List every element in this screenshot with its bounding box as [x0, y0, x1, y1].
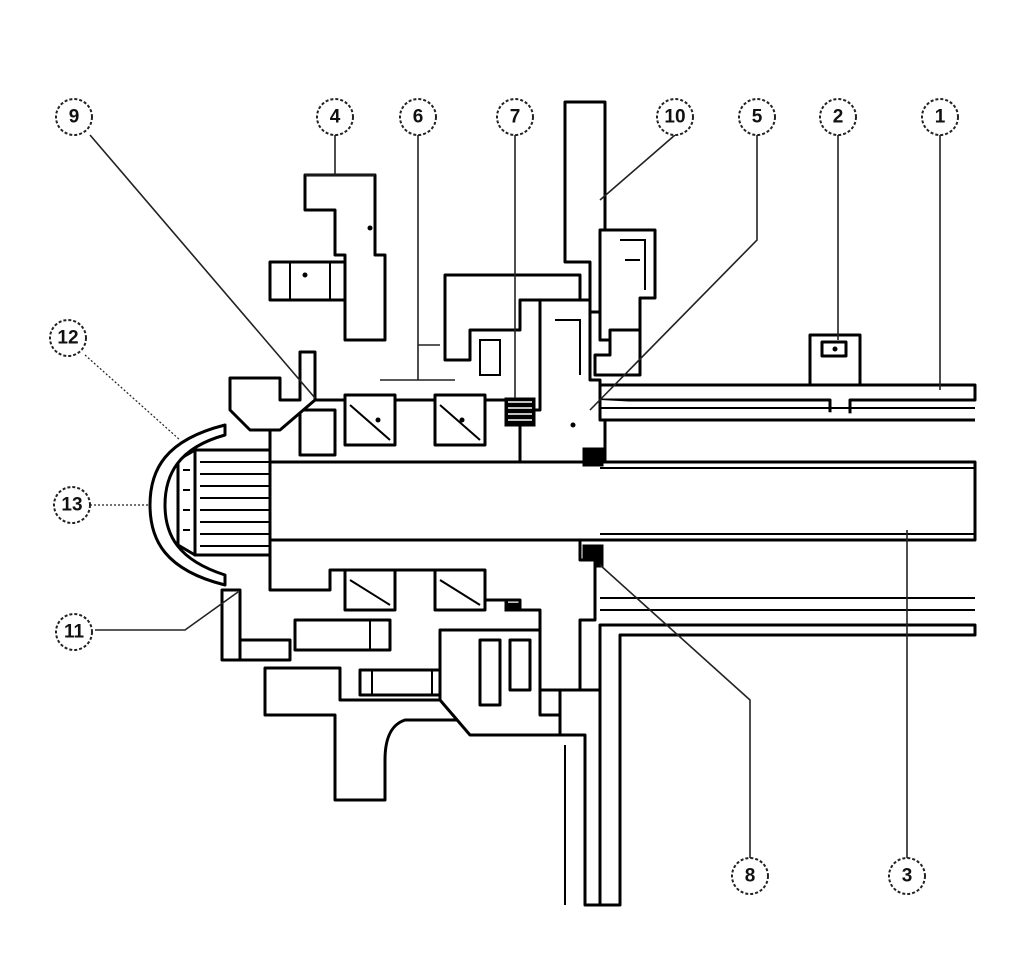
callout-8-label: 8 — [745, 866, 756, 887]
callout-2: 2 — [819, 98, 857, 136]
lower-bracket — [438, 628, 602, 907]
callout-4-label: 4 — [330, 107, 341, 128]
sensor-fitting — [808, 333, 862, 387]
backing-plate — [563, 100, 657, 377]
cross-section-drawing — [148, 100, 977, 907]
callout-3-label: 3 — [902, 866, 913, 887]
axle-shaft — [268, 460, 977, 611]
callout-1-label: 1 — [935, 107, 946, 128]
callout-6: 6 — [399, 98, 437, 136]
callout-11-label: 11 — [64, 622, 85, 643]
callout-8: 8 — [731, 857, 769, 895]
callout-9-label: 9 — [69, 107, 80, 128]
callout-13: 13 — [53, 486, 91, 524]
axle-housing-upper — [598, 383, 977, 422]
callout-7-label: 7 — [510, 107, 521, 128]
callout-5-label: 5 — [752, 107, 763, 128]
callout-6-label: 6 — [413, 107, 424, 128]
callout-10: 10 — [656, 98, 694, 136]
callout-2-label: 2 — [833, 107, 844, 128]
callout-5: 5 — [738, 98, 776, 136]
callout-13-label: 13 — [61, 495, 82, 516]
callouts: 1 2 3 4 5 6 7 8 — [49, 98, 959, 895]
hub-body-lower — [220, 538, 597, 692]
leader-lines — [84, 134, 941, 860]
callout-12-label: 12 — [57, 328, 78, 349]
callout-4: 4 — [316, 98, 354, 136]
callout-10-label: 10 — [664, 107, 685, 128]
callout-1: 1 — [921, 98, 959, 136]
o-ring — [582, 447, 604, 568]
callout-7: 7 — [496, 98, 534, 136]
callout-3: 3 — [888, 857, 926, 895]
lock-nut — [228, 350, 317, 432]
callout-9: 9 — [55, 98, 93, 136]
hub-body-upper — [518, 298, 607, 464]
seal-upper — [504, 397, 536, 427]
knuckle-upper — [268, 173, 387, 342]
callout-12: 12 — [49, 319, 87, 357]
upper-bracket — [443, 273, 582, 376]
drive-flange-splines — [176, 448, 272, 557]
dust-cap — [148, 423, 227, 587]
callout-11: 11 — [55, 613, 93, 651]
knuckle-lower-arm — [263, 666, 462, 802]
